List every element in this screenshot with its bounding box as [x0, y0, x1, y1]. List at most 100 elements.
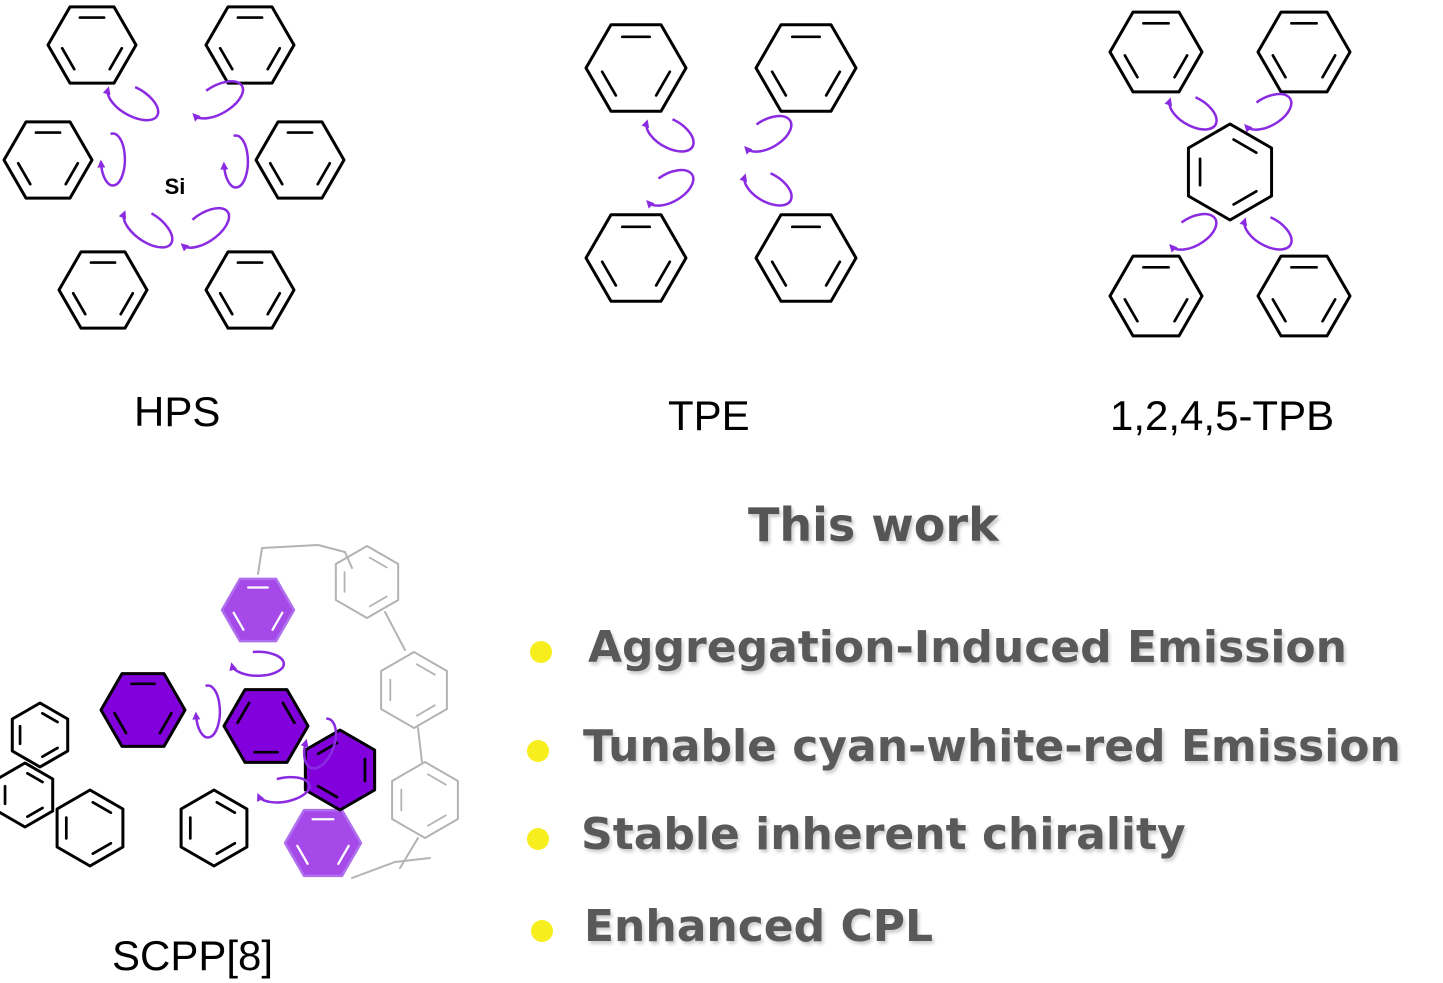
bond — [198, 118, 210, 160]
ring-outline — [204, 250, 296, 330]
tpb-central-ring — [1186, 122, 1274, 222]
rotation-arrow-icon — [102, 85, 160, 122]
ring-double-bond — [218, 291, 234, 316]
bond — [140, 160, 167, 173]
feature-stable-chirality: Stable inherent chirality — [581, 809, 1186, 860]
tpb-phenyl-ring — [1256, 254, 1352, 338]
hps-phenyl-ring — [46, 5, 138, 85]
ring-double-bond — [71, 291, 87, 316]
ring-outline — [1256, 254, 1352, 338]
ring-double-bond — [41, 711, 59, 724]
rotation-arrow-layer — [97, 80, 1293, 804]
ring-double-bond — [218, 46, 234, 71]
ring-outline — [391, 761, 459, 839]
ring-outline — [1256, 10, 1352, 94]
arrow-arc — [192, 80, 245, 122]
arrow-arc — [641, 118, 695, 153]
bond — [384, 611, 406, 651]
ring-double-bond — [368, 556, 388, 569]
rotation-arrow-icon — [1169, 212, 1218, 253]
ring-double-bond — [91, 841, 113, 856]
ring-double-bond — [1232, 138, 1258, 154]
ring-double-bond — [337, 844, 350, 865]
arrow-arc — [300, 717, 338, 770]
bond — [417, 727, 423, 763]
hps-phenyl-ring — [254, 120, 346, 200]
ring-double-bond — [268, 161, 284, 186]
ring-outline — [1108, 10, 1204, 94]
ring-double-bond — [266, 46, 282, 71]
rotation-arrow-icon — [641, 118, 695, 153]
hps-phenyl-ring — [204, 5, 296, 85]
scpp-back-ring — [380, 651, 448, 729]
arrow-arc — [1169, 212, 1218, 253]
ring-double-bond — [91, 800, 113, 815]
ring-outline — [754, 213, 858, 303]
rotation-arrow-icon — [97, 132, 127, 187]
bullet-icon — [530, 641, 552, 663]
scpp8-label: SCPP[8] — [112, 932, 274, 979]
bond — [344, 551, 353, 569]
scpp-faded-ring — [283, 808, 363, 878]
ring-double-bond — [415, 663, 436, 676]
ring-double-bond — [654, 70, 672, 97]
arrow-arc — [192, 684, 222, 739]
ring-double-bond — [16, 161, 32, 186]
ring-double-bond — [26, 806, 44, 819]
scpp-front-ring — [10, 701, 70, 769]
ring-double-bond — [1232, 190, 1258, 206]
ring-outline — [57, 250, 149, 330]
bond — [261, 544, 319, 549]
scpp-back-ring — [334, 545, 400, 619]
ring-double-bond — [1321, 298, 1337, 323]
bond — [662, 160, 688, 214]
ring-double-bond — [60, 46, 76, 71]
arrow-arc — [744, 114, 793, 155]
ring-double-bond — [1271, 298, 1287, 323]
arrow-arc — [102, 85, 160, 122]
ring-double-bond — [236, 701, 251, 725]
bond — [257, 547, 263, 575]
ring-double-bond — [1173, 54, 1189, 79]
rotation-arrow-icon — [739, 172, 793, 207]
ring-outline — [584, 213, 688, 303]
bullet-icon — [527, 740, 549, 762]
bullet-icon — [527, 828, 549, 850]
feature-enhanced-cpl: Enhanced CPL — [584, 901, 934, 952]
tpb-phenyl-ring — [1108, 10, 1204, 94]
ring-outline — [55, 788, 125, 868]
ring-double-bond — [215, 800, 237, 815]
rotation-arrow-icon — [1239, 216, 1293, 251]
ring-outline — [204, 5, 296, 85]
ring-double-bond — [770, 70, 788, 97]
ring-double-bond — [824, 70, 842, 97]
tpe-phenyl-ring — [584, 213, 688, 303]
ring-double-bond — [158, 711, 173, 735]
ring-double-bond — [113, 711, 128, 735]
ring-double-bond — [119, 291, 135, 316]
bond-layer — [140, 118, 688, 879]
rotation-arrow-icon — [300, 717, 338, 770]
tpb-phenyl-ring — [1256, 10, 1352, 94]
ring-double-bond — [654, 260, 672, 287]
arrow-arc — [229, 650, 286, 678]
ring-double-bond — [64, 161, 80, 186]
scpp-front-ring — [55, 788, 125, 868]
tpe-phenyl-ring — [584, 23, 688, 113]
arrow-arc — [646, 168, 695, 209]
ring-layer — [0, 5, 1352, 878]
ring-double-bond — [1271, 54, 1287, 79]
ring-double-bond — [316, 784, 339, 799]
tpb-label: 1,2,4,5-TPB — [1110, 392, 1335, 439]
bond — [140, 118, 152, 160]
arrow-arc — [739, 172, 793, 207]
tpe-phenyl-ring — [754, 213, 858, 303]
rotation-arrow-icon — [118, 210, 174, 249]
bullet-icon — [531, 920, 553, 942]
ring-outline — [584, 23, 688, 113]
ring-double-bond — [600, 70, 618, 97]
rotation-arrow-icon — [257, 775, 311, 804]
arrow-arc — [180, 206, 231, 252]
bond — [185, 160, 210, 173]
ring-outline — [2, 120, 94, 200]
